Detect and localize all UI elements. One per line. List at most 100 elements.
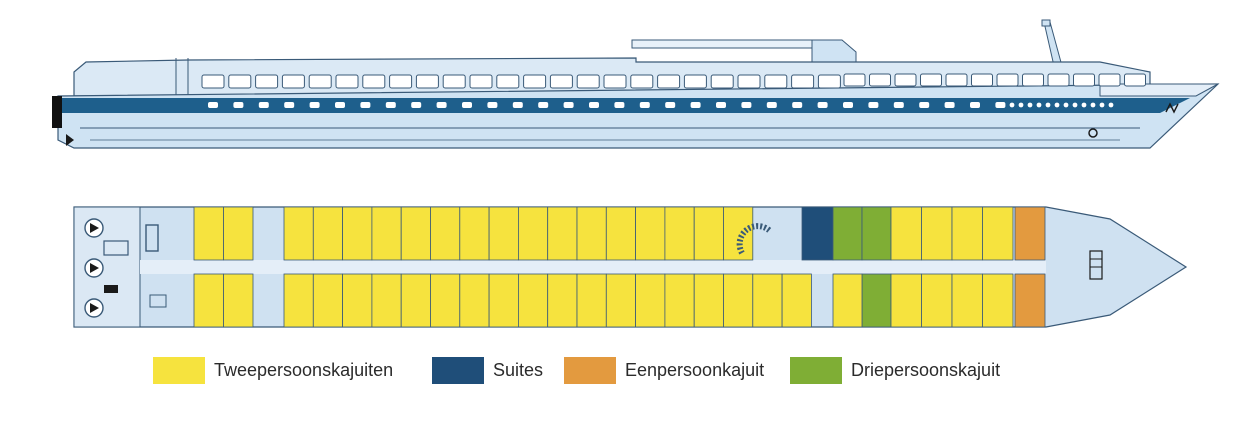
cabin-window bbox=[630, 74, 654, 89]
legend-item-single: Eenpersoonkajuit bbox=[564, 355, 764, 385]
porthole bbox=[995, 102, 1006, 108]
cabin bbox=[342, 273, 373, 328]
porthole bbox=[411, 102, 422, 108]
cabin bbox=[861, 206, 892, 261]
cabin bbox=[752, 273, 783, 328]
legend-item-double: Tweepersoonskajuiten bbox=[153, 355, 393, 385]
porthole bbox=[436, 102, 447, 108]
cabin bbox=[664, 273, 695, 328]
cabin-window bbox=[791, 74, 815, 89]
cabin bbox=[576, 206, 607, 261]
porthole bbox=[639, 102, 650, 108]
porthole bbox=[970, 102, 980, 108]
legend-swatch bbox=[790, 356, 842, 384]
porthole bbox=[944, 102, 955, 108]
legend-swatch bbox=[153, 356, 205, 384]
bow-deck bbox=[1099, 83, 1219, 97]
cabin-window bbox=[657, 74, 681, 89]
cabin bbox=[223, 206, 254, 261]
cabin-window bbox=[764, 74, 788, 89]
cabin bbox=[890, 273, 922, 328]
cabin-window bbox=[335, 74, 359, 89]
deck-plan bbox=[73, 206, 1188, 328]
porthole bbox=[843, 102, 853, 108]
cabin-window bbox=[442, 74, 466, 89]
porthole bbox=[1108, 102, 1114, 108]
porthole bbox=[1036, 102, 1042, 108]
porthole bbox=[1027, 102, 1033, 108]
cabin bbox=[400, 273, 431, 328]
porthole bbox=[1018, 102, 1024, 108]
cabin bbox=[693, 273, 724, 328]
cabin-window bbox=[996, 73, 1019, 87]
cabin-window bbox=[228, 74, 252, 89]
cabin-window bbox=[201, 74, 225, 89]
cabin-window bbox=[971, 73, 993, 87]
cabin bbox=[861, 273, 892, 328]
cabin bbox=[801, 206, 834, 261]
porthole bbox=[208, 102, 218, 108]
cabin bbox=[664, 206, 695, 261]
cabin-window bbox=[737, 74, 761, 89]
corridor bbox=[140, 260, 1046, 274]
legend-label: Eenpersoonkajuit bbox=[625, 359, 765, 380]
hull bbox=[57, 83, 1220, 149]
cabin bbox=[693, 206, 724, 261]
cabin-window bbox=[549, 74, 573, 89]
lift-icon bbox=[149, 294, 167, 308]
legend-label: Driepersoonskajuit bbox=[851, 359, 1001, 380]
porthole bbox=[309, 102, 320, 108]
cabin-window bbox=[1073, 73, 1095, 87]
cabin-window bbox=[415, 74, 439, 89]
cabin bbox=[723, 273, 754, 328]
porthole bbox=[462, 102, 472, 108]
cabin-window bbox=[1047, 73, 1070, 87]
propeller-icon bbox=[66, 134, 74, 146]
cabin-window bbox=[308, 74, 332, 89]
legend-swatch bbox=[432, 356, 484, 384]
cabin bbox=[921, 273, 953, 328]
bow-logo bbox=[1165, 102, 1179, 114]
cabin bbox=[518, 273, 549, 328]
porthole bbox=[487, 102, 498, 108]
porthole bbox=[893, 102, 904, 108]
porthole bbox=[360, 102, 371, 108]
cabin bbox=[982, 273, 1014, 328]
porthole bbox=[919, 102, 930, 108]
porthole bbox=[589, 102, 599, 108]
porthole bbox=[1009, 102, 1015, 108]
cabin-window bbox=[1124, 73, 1146, 87]
engine-room bbox=[73, 206, 141, 328]
cabin-window bbox=[469, 74, 493, 89]
spiral-stair-icon bbox=[736, 223, 773, 255]
cabin-window bbox=[1022, 73, 1044, 87]
cabin bbox=[547, 206, 578, 261]
cabin bbox=[635, 273, 666, 328]
porthole bbox=[563, 102, 574, 108]
cabin-window bbox=[1098, 73, 1121, 87]
porthole bbox=[690, 102, 701, 108]
flag-icon bbox=[1041, 19, 1051, 27]
porthole bbox=[284, 102, 295, 108]
cabin bbox=[605, 206, 636, 261]
porthole bbox=[538, 102, 549, 108]
cabin-window bbox=[843, 73, 866, 87]
porthole bbox=[792, 102, 803, 108]
porthole bbox=[1063, 102, 1069, 108]
cabin bbox=[518, 206, 549, 261]
sun-deck-canopy bbox=[631, 39, 813, 49]
ship-profile bbox=[52, 19, 1220, 149]
porthole bbox=[1090, 102, 1096, 108]
porthole bbox=[512, 102, 523, 108]
porthole bbox=[1072, 102, 1078, 108]
bow-stair-icon bbox=[1089, 250, 1103, 280]
cabin bbox=[605, 273, 636, 328]
cabin-window bbox=[920, 73, 942, 87]
cabin bbox=[430, 273, 461, 328]
porthole bbox=[741, 102, 752, 108]
cabin bbox=[832, 206, 863, 261]
cabin bbox=[193, 206, 224, 261]
cabin-window bbox=[255, 74, 279, 89]
legend-swatch bbox=[564, 356, 616, 384]
porthole bbox=[233, 102, 244, 108]
